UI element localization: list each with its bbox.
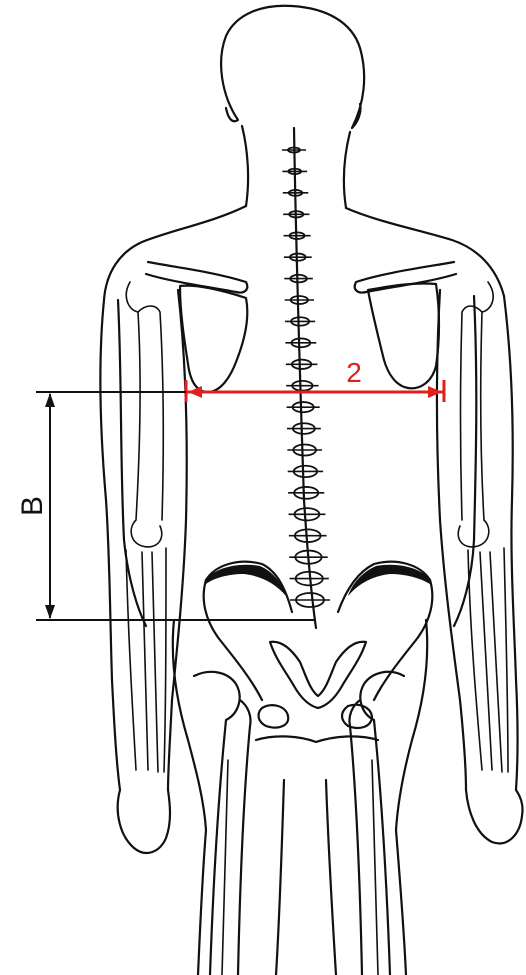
right-clavicle — [355, 262, 456, 293]
left-humerus-bone — [126, 282, 163, 547]
vertebra — [285, 317, 315, 325]
right-scapula — [368, 283, 439, 388]
left-arm — [100, 282, 186, 853]
vertebra — [288, 487, 324, 499]
vertebra — [288, 508, 325, 520]
vertebra — [282, 148, 306, 153]
pubic-symphysis — [256, 736, 378, 742]
vertebra — [285, 296, 314, 304]
left-shoulder-outline — [104, 206, 246, 300]
obturator-left — [259, 705, 289, 727]
sacrum — [270, 642, 366, 708]
head-outline — [221, 6, 364, 128]
vertical-dimension-top-arrow — [45, 393, 55, 407]
pelvis — [204, 562, 433, 742]
left-clavicle — [146, 262, 247, 293]
pelvis-left-wing — [204, 580, 262, 700]
vertebra — [285, 338, 316, 347]
left-scapula — [180, 286, 247, 392]
left-hand-outline — [118, 790, 170, 853]
scapula-width-left-arrow — [188, 386, 202, 398]
spine — [282, 128, 330, 628]
vertebra — [288, 466, 323, 477]
right-forearm-bones — [468, 548, 508, 772]
vertebra — [290, 593, 330, 607]
vertebra — [286, 360, 318, 369]
vertical-dimension-label: B — [16, 496, 49, 516]
vertebra — [287, 402, 320, 412]
left-torso-outline — [118, 300, 146, 626]
right-hand-outline — [466, 790, 523, 843]
vertebra — [282, 169, 307, 174]
hip-outline — [173, 620, 427, 830]
vertebra — [284, 275, 313, 283]
scapula-width-label: 2 — [346, 357, 362, 388]
vertebra — [286, 381, 318, 391]
right-arm — [437, 282, 523, 843]
right-torso-outline — [454, 296, 476, 626]
scapula-width-right-arrow — [428, 386, 442, 398]
left-femur — [194, 672, 251, 975]
pelvis-right-wing — [374, 580, 432, 700]
vertical-dimension-bottom-arrow — [45, 605, 55, 619]
vertebra — [287, 445, 322, 456]
left-arm-outline — [100, 290, 186, 790]
clavicles — [146, 262, 456, 293]
right-leg-outline — [326, 780, 406, 975]
left-forearm-bones — [126, 548, 166, 772]
vertebra — [287, 423, 321, 434]
vertebra — [283, 190, 309, 196]
